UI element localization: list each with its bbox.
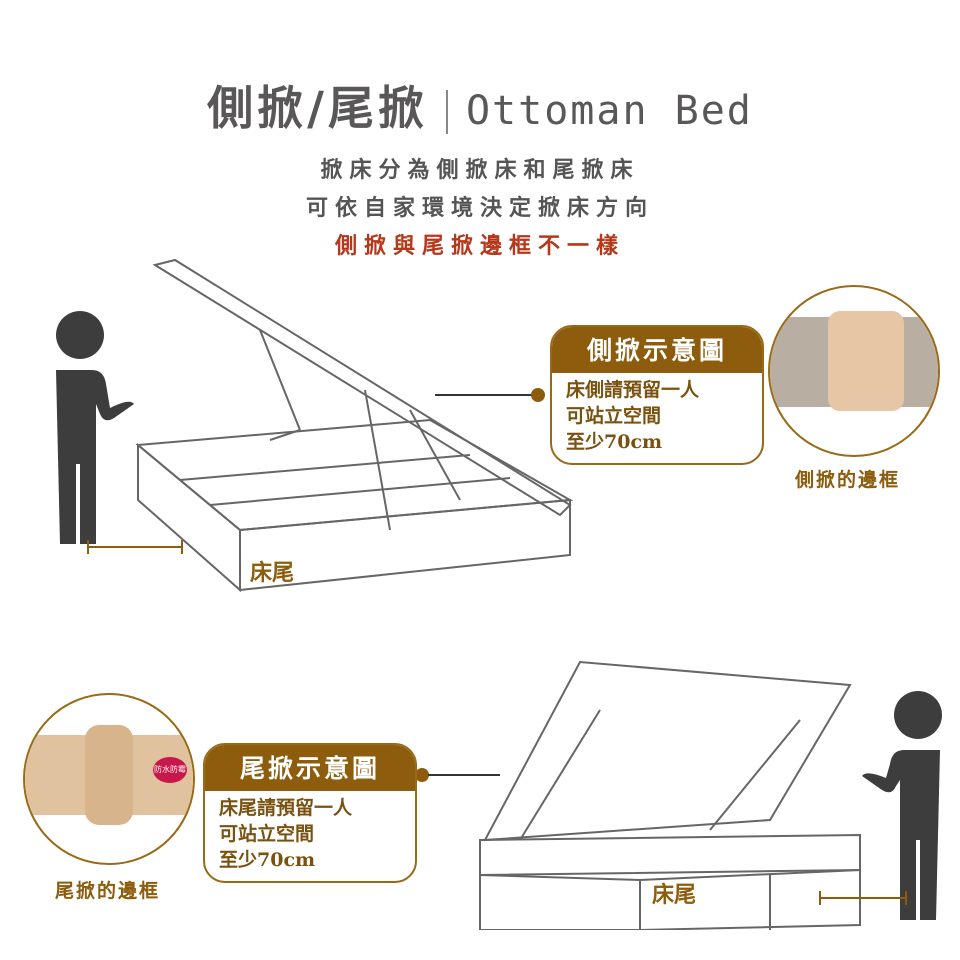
side-lift-diagram: 床尾: [56, 258, 574, 593]
side-lift-bed: [135, 258, 574, 593]
tail-lift-diagram: 床尾: [479, 660, 942, 930]
tail-frame-photo: 防水防霉: [23, 693, 195, 865]
title-zh: 側掀/尾掀: [207, 81, 428, 135]
tail-lift-box-title: 尾掀示意圖: [205, 745, 415, 791]
intro-line-1: 掀床分為側掀床和尾掀床: [320, 157, 640, 183]
side-frame-caption: 側掀的邊框: [795, 469, 901, 491]
side-lift-box-title: 側掀示意圖: [552, 327, 762, 373]
side-lift-info-box: 側掀示意圖 床側請預留一人 可站立空間 至少70cm: [550, 325, 764, 465]
tail-lift-bed: [479, 660, 861, 930]
side-frame-photo: [768, 285, 940, 457]
side-lift-line: 床側請預留一人: [566, 379, 700, 401]
side-bed-end-label: 床尾: [250, 560, 294, 586]
tail-lift-line: 床尾請預留一人: [219, 797, 353, 819]
title-en: Ottoman Bed: [465, 88, 753, 134]
side-lift-line: 可站立空間: [566, 405, 662, 427]
person-icon: [862, 691, 942, 920]
waterproof-badge: 防水防霉: [153, 757, 187, 783]
tail-lift-line: 至少70cm: [219, 849, 316, 871]
tail-lift-line: 可站立空間: [219, 823, 315, 845]
intro-highlight: 側掀與尾掀邊框不一樣: [334, 233, 625, 259]
side-lift-line: 至少70cm: [566, 431, 663, 453]
tail-lift-info-box: 尾掀示意圖 床尾請預留一人 可站立空間 至少70cm: [203, 743, 417, 883]
page-title: 側掀/尾掀 Ottoman Bed: [0, 72, 960, 138]
intro-line-2: 可依自家環境決定掀床方向: [305, 195, 654, 221]
title-divider: [445, 90, 448, 134]
tail-bed-end-label: 床尾: [652, 882, 696, 908]
tail-frame-caption: 尾掀的邊框: [55, 880, 161, 902]
tail-connector: [415, 768, 500, 782]
person-icon: [56, 311, 134, 544]
